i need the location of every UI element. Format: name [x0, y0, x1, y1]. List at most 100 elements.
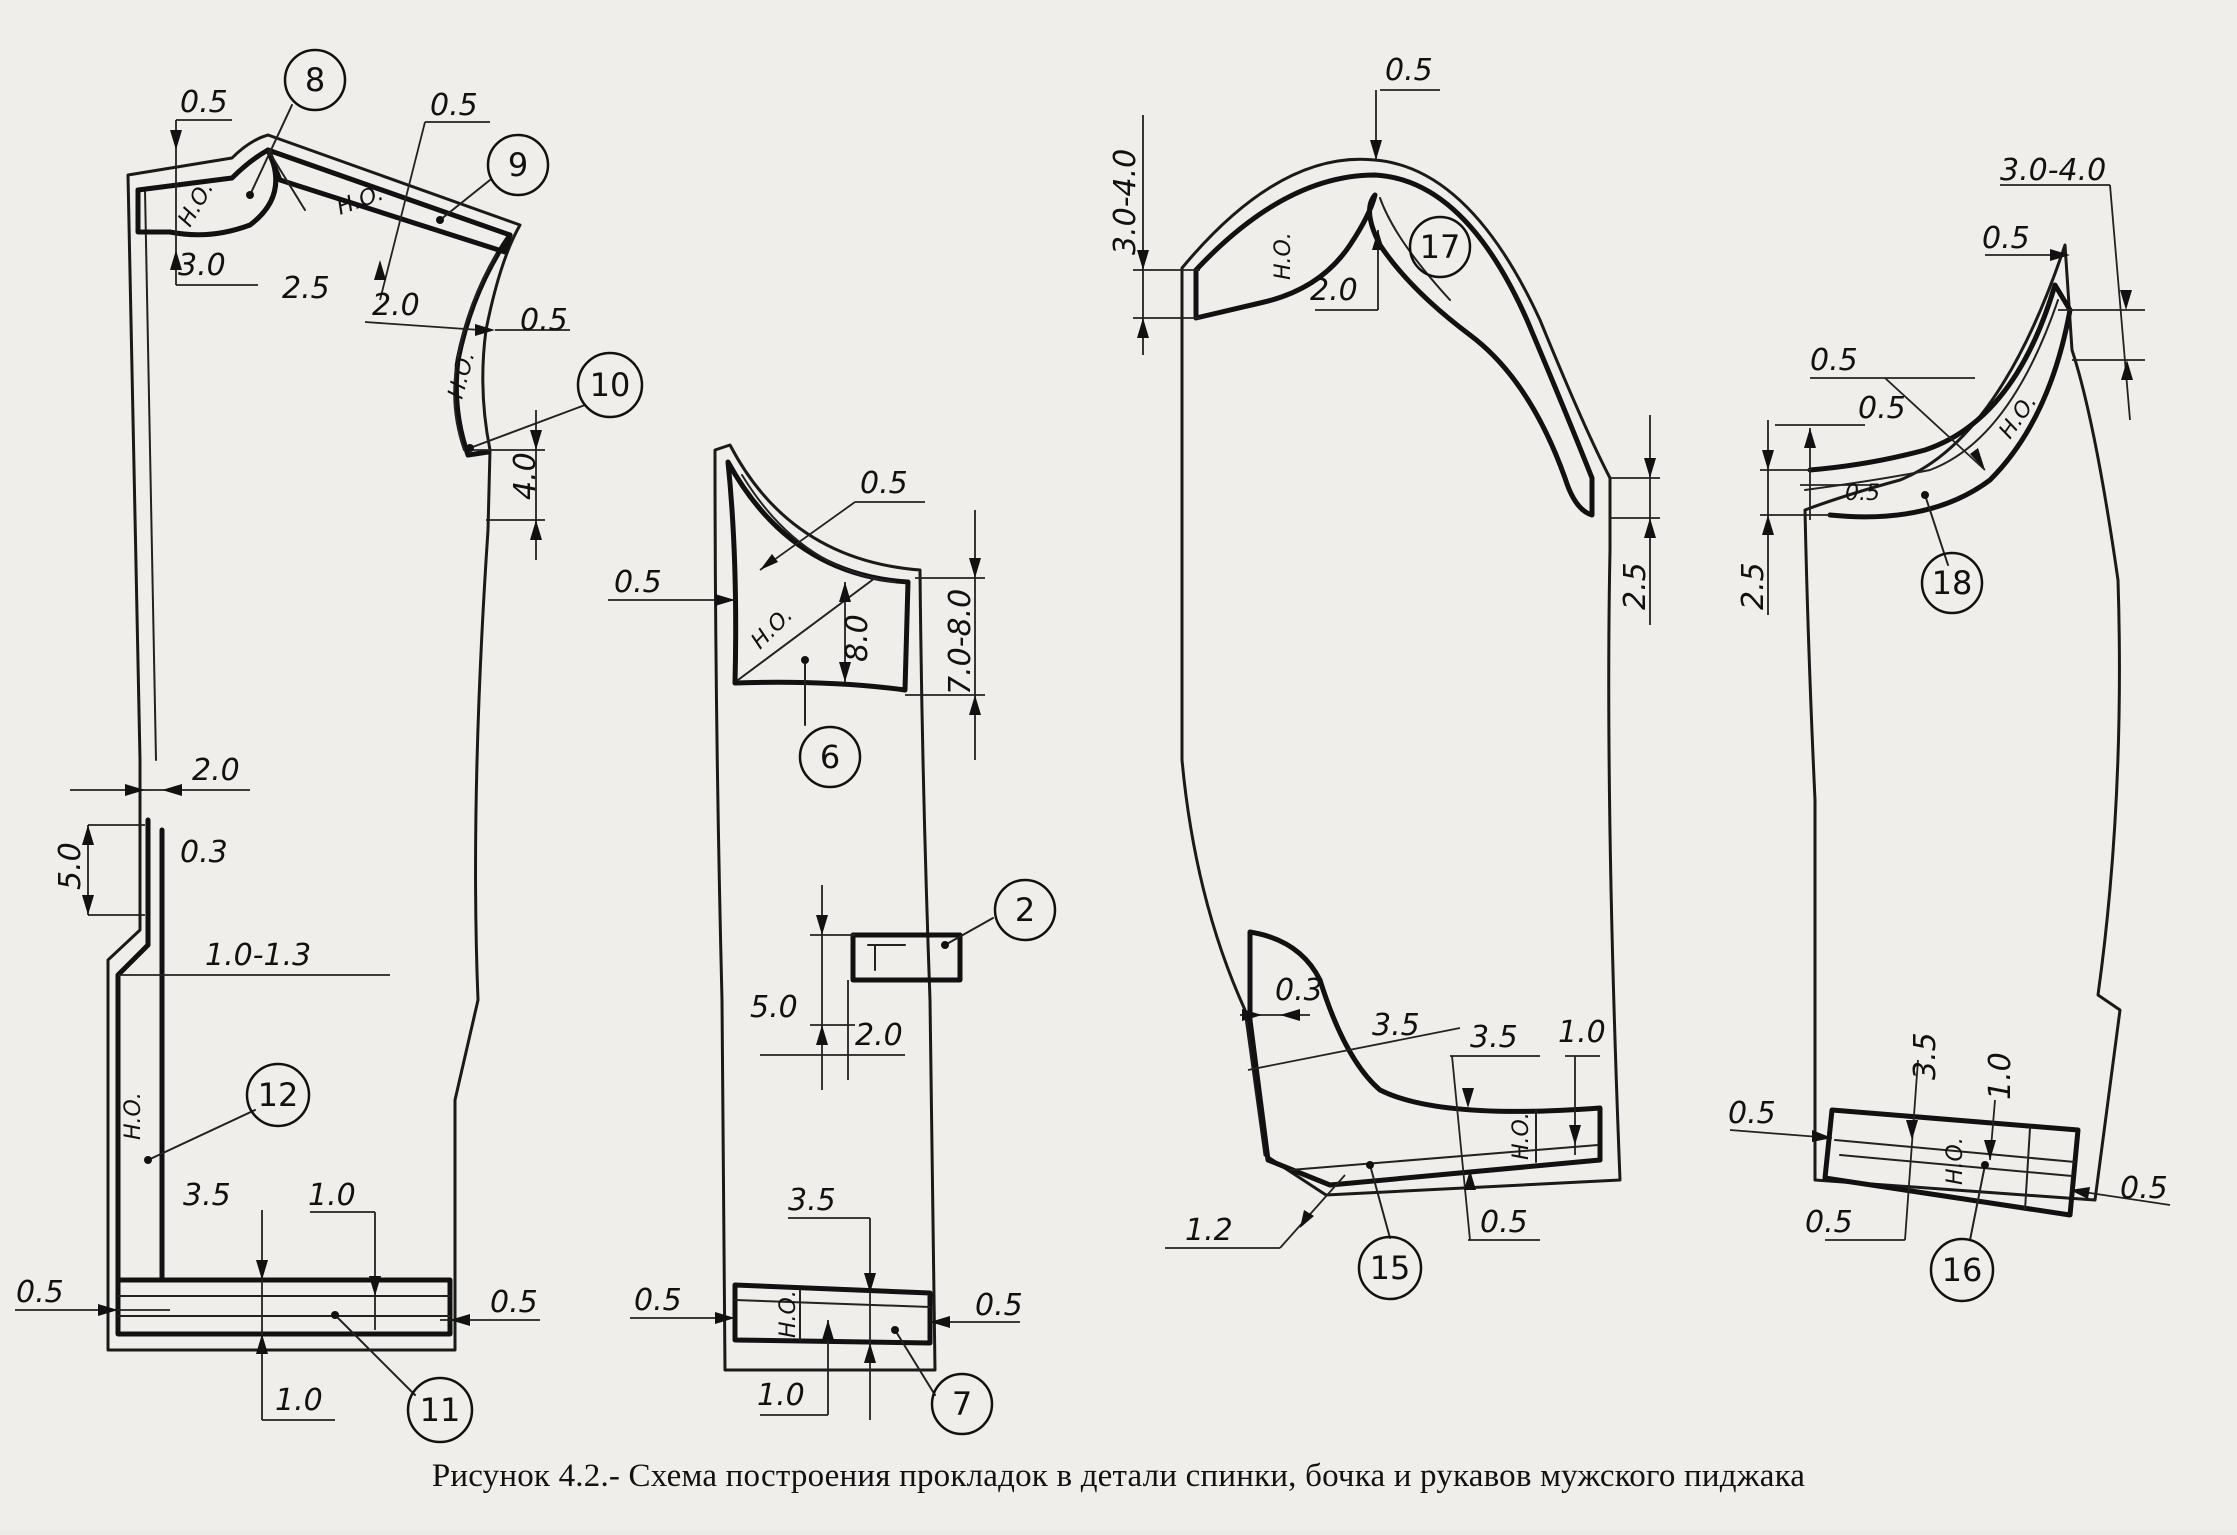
detail-number-9: 9 — [508, 146, 528, 184]
dim-arrow — [839, 662, 851, 682]
detail-number-18: 18 — [1932, 564, 1973, 602]
dim-text: 0.5 — [180, 85, 228, 120]
detail-number-12: 12 — [258, 1076, 299, 1114]
dim-arrow — [822, 1320, 834, 1340]
dim-arrow — [1464, 1170, 1476, 1190]
hem-interlining-7 — [732, 1282, 933, 1346]
dim-arrow — [1370, 140, 1382, 160]
under-sleeve-outline — [1803, 243, 2122, 1202]
dim-line — [1247, 1027, 1461, 1071]
pocket-interlining-2 — [850, 932, 963, 983]
detail-number-10: 10 — [590, 366, 631, 404]
detail-circle-2 — [993, 878, 1057, 942]
dim-text: 4.0 — [508, 452, 543, 500]
dim-arrow — [256, 1260, 268, 1280]
dim-arrow — [1462, 1088, 1474, 1108]
detail-circle-11 — [406, 1376, 474, 1444]
dim-text: 2.5 — [1618, 562, 1653, 610]
leader-dot — [436, 216, 444, 224]
leader-line — [894, 1329, 936, 1396]
dim-text: 2.0 — [372, 288, 420, 323]
dim-arrow — [1812, 1130, 1832, 1142]
dim-text: 3.5 — [788, 1183, 836, 1218]
detail-circle-9 — [486, 133, 550, 197]
dim-arrow — [530, 430, 542, 450]
dim-text: 0.5 — [520, 303, 568, 338]
dim-arrow — [1762, 515, 1774, 535]
dim-text: 3.0-4.0 — [2000, 153, 2106, 188]
vent-interlining-12 — [115, 817, 151, 1283]
cuff-16-line — [1839, 1154, 2073, 1177]
dim-arrow — [816, 1025, 828, 1045]
back-outline — [106, 133, 522, 1352]
dim-text: 0.5 — [1810, 343, 1858, 378]
detail-number-8: 8 — [305, 61, 325, 99]
dim-text: 3.0-4.0 — [1108, 149, 1143, 255]
dim-text: 2.0 — [192, 753, 240, 788]
dim-line — [379, 121, 426, 301]
dim-text: 3.5 — [1908, 1032, 1943, 1080]
detail-circle-12 — [245, 1062, 311, 1128]
dim-arrow — [1300, 1210, 1314, 1228]
detail-circle-7 — [930, 1372, 994, 1436]
detail-circle-15 — [1357, 1235, 1423, 1301]
dim-text: 0.3 — [1275, 973, 1323, 1008]
grain-mark-12: Н.О. — [121, 1092, 146, 1140]
dim-text: 0.5 — [1858, 391, 1906, 426]
detail-number-2: 2 — [1015, 891, 1035, 929]
detail-circle-6 — [798, 725, 862, 789]
dim-text: 1.0 — [757, 1378, 805, 1413]
leader-line — [334, 1314, 416, 1396]
grain-mark-16: Н.О. — [1943, 1137, 1968, 1185]
cuff-16-divider — [2024, 1127, 2031, 1211]
dim-arrow — [170, 130, 182, 150]
leader-dot — [144, 1156, 152, 1164]
dim-arrow — [82, 895, 94, 915]
dim-arrow — [1906, 1120, 1918, 1140]
leader-dot — [891, 1326, 899, 1334]
dim-text: 2.0 — [1310, 273, 1358, 308]
under-sleeve-piece: Н.О. Н.О. 3.0-4.0 0.5 0.5 0 — [1728, 153, 2171, 1303]
dim-text: 0.5 — [2120, 1171, 2168, 1206]
dim-arrow — [969, 558, 981, 578]
dim-arrow — [1242, 1009, 1262, 1021]
dim-arrow — [1372, 230, 1384, 250]
dim-text: 0.5 — [490, 1285, 538, 1320]
dim-text: 3.5 — [1372, 1008, 1420, 1043]
back-inner-line — [144, 189, 157, 761]
underarm-interlining-6 — [725, 459, 911, 693]
top-sleeve-piece: Н.О. Н.О. 0.5 3.0-4.0 — [1108, 53, 1660, 1301]
dim-arrow — [1984, 1140, 1996, 1160]
dim-arrow — [864, 1273, 876, 1293]
dim-arrow — [1137, 318, 1149, 338]
leader-line — [1969, 1164, 1986, 1241]
dim-line — [759, 501, 856, 571]
dim-arrow — [256, 1334, 268, 1354]
dim-text: 1.0-1.3 — [205, 938, 311, 973]
leader-dot — [1366, 1161, 1374, 1169]
dim-text: 0.5 — [860, 466, 908, 501]
side-outline — [713, 443, 937, 1372]
leader-dot — [1981, 1161, 1989, 1169]
dim-arrow — [2121, 360, 2133, 380]
hem-7-line — [734, 1299, 931, 1308]
cuff-inner-line — [1289, 1144, 1599, 1171]
dim-arrow — [1970, 448, 1985, 470]
shoulder-interlining-9 — [265, 147, 513, 255]
dim-text: 3.5 — [1470, 1020, 1518, 1055]
figure-caption: Рисунок 4.2.- Схема построения прокладок… — [431, 1458, 1806, 1494]
dim-text: 8.0 — [840, 614, 875, 662]
dim-arrow — [2120, 290, 2132, 310]
dim-text: 1.0 — [275, 1383, 323, 1418]
dim-arrow — [715, 594, 735, 606]
detail-circle-16 — [1929, 1237, 1995, 1303]
undercap-interlining-18-inner — [1804, 299, 2059, 491]
side-piece: Н.О. Н.О. 0.5 0.5 8.0 — [608, 443, 1057, 1436]
dim-text: 0.5 — [1805, 1205, 1853, 1240]
dim-arrow — [1569, 1125, 1581, 1145]
detail-circle-17 — [1408, 215, 1472, 279]
dim-text: 2.5 — [1736, 562, 1771, 610]
dim-text: 0.5 — [1480, 1205, 1528, 1240]
leader-dot — [466, 444, 474, 452]
leader-line — [147, 1109, 256, 1161]
